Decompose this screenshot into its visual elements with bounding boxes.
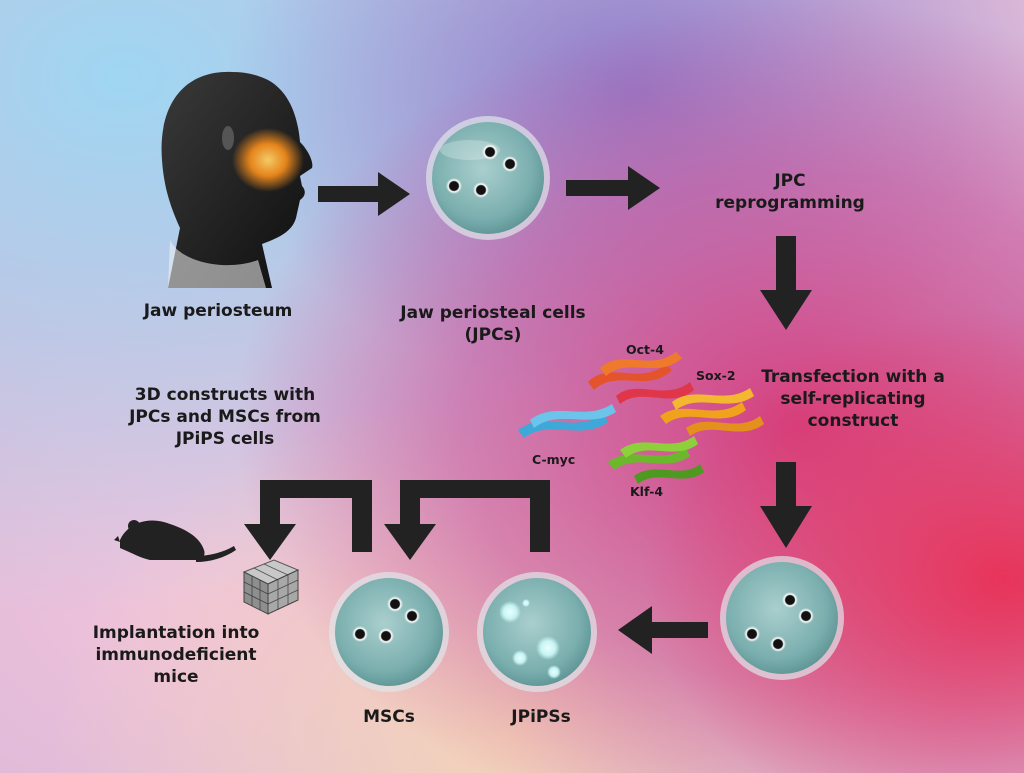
arrow-bent <box>384 480 550 560</box>
label-jaw-periosteal-cells: Jaw periosteal cells (JPCs) <box>400 303 586 345</box>
arrow-down <box>760 462 812 548</box>
label-3d-constructs: 3D constructs with JPCs and MSCs from JP… <box>129 385 321 449</box>
arrow-bent <box>244 480 372 560</box>
arrow-right <box>566 166 660 210</box>
gene-label-klf4: Klf-4 <box>630 484 664 499</box>
head-silhouette-icon <box>161 71 313 288</box>
label-mscs: MSCs <box>363 707 415 727</box>
petri-dish-icon <box>720 556 844 680</box>
label-jpipss: JPiPSs <box>511 707 571 727</box>
arrow-right <box>318 172 410 216</box>
petri-dish-icon <box>477 572 597 692</box>
scaffold-cube-icon <box>242 559 300 615</box>
gene-label-oct4: Oct-4 <box>626 342 664 357</box>
arrow-left <box>618 606 708 654</box>
petri-dish-icon <box>329 572 449 692</box>
gene-label-cmyc: C-myc <box>532 452 576 467</box>
dna-ribbon-icon <box>518 352 764 484</box>
arrows <box>244 166 812 654</box>
gene-label-sox2: Sox-2 <box>696 368 736 383</box>
arrow-down <box>760 236 812 330</box>
petri-dish-icon <box>426 116 550 240</box>
mouse-icon <box>114 520 236 562</box>
label-implantation: Implantation into immunodeficient mice <box>92 623 260 687</box>
label-transfection: Transfection with a self-replicating con… <box>761 367 945 431</box>
label-jaw-periosteum: Jaw periosteum <box>143 301 293 321</box>
label-jpc-reprogramming: JPC reprogramming <box>715 171 865 213</box>
